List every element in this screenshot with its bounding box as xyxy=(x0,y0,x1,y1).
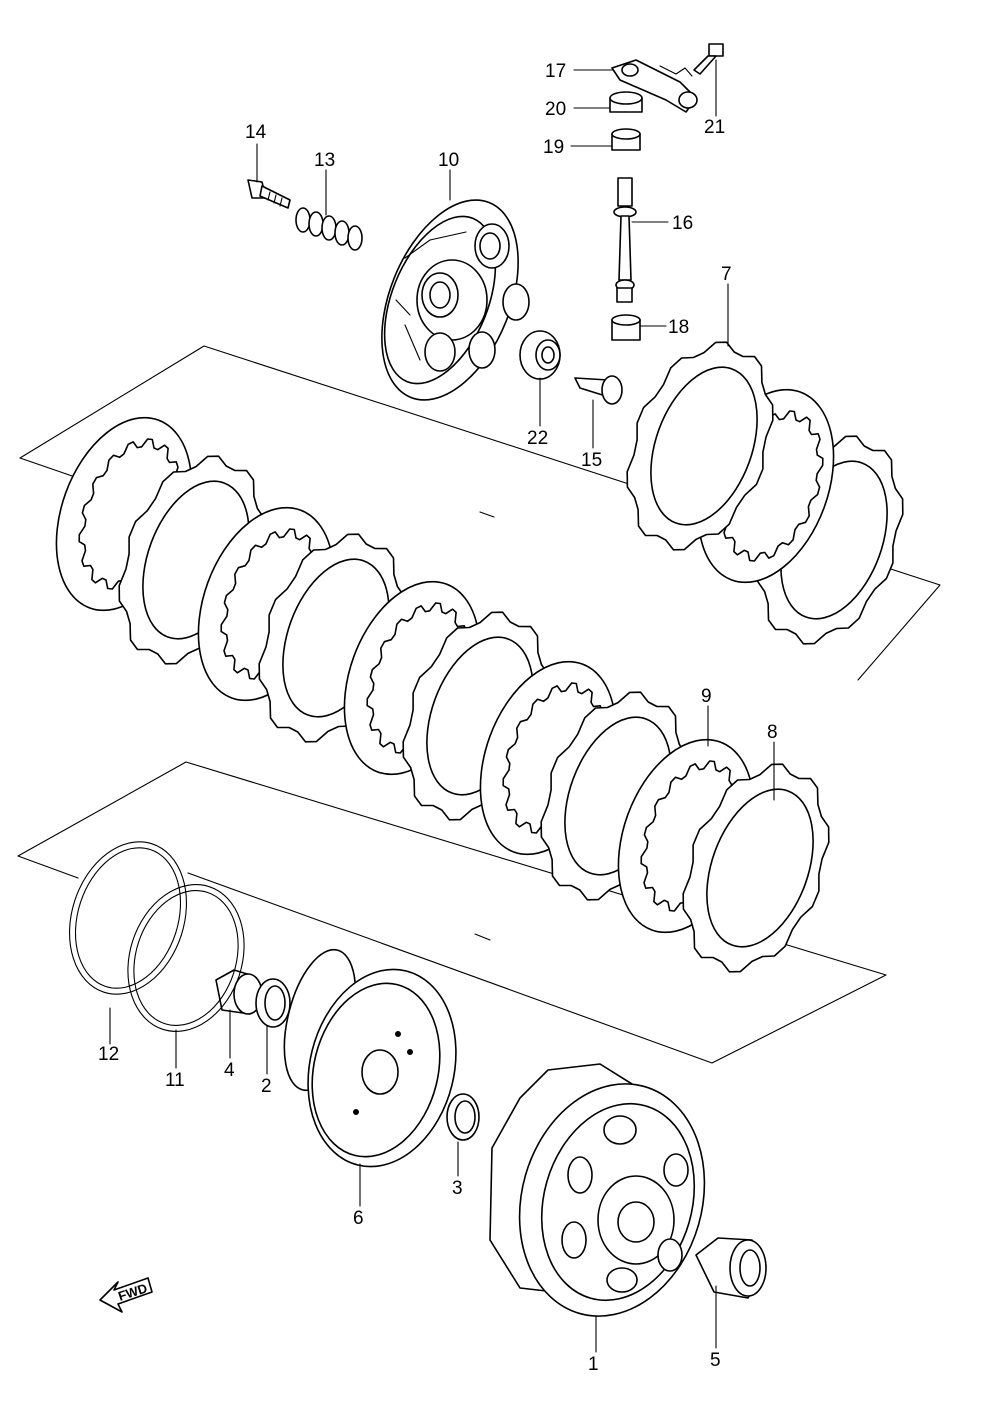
callout-4: 4 xyxy=(224,1060,235,1081)
thrust-washer-3 xyxy=(446,1093,480,1141)
clutch-push-piece xyxy=(574,375,623,405)
callout-1: 1 xyxy=(588,1354,599,1375)
clutch-sleeve-hub xyxy=(283,948,457,1168)
clutch-spring-bolt xyxy=(247,179,291,209)
pressure-plate xyxy=(381,199,530,401)
release-lever-bolt xyxy=(693,43,724,75)
clutch-spacer xyxy=(695,1237,767,1299)
callout-11: 11 xyxy=(165,1070,185,1091)
callout-5: 5 xyxy=(710,1350,721,1371)
callout-19: 19 xyxy=(543,137,564,158)
callout-12: 12 xyxy=(98,1044,119,1065)
callout-8: 8 xyxy=(767,722,778,743)
plate-group-frame-lower xyxy=(17,761,887,1064)
callout-3: 3 xyxy=(452,1178,463,1199)
callout-7: 7 xyxy=(721,264,732,285)
clutch-spring xyxy=(295,207,363,251)
steel-plate xyxy=(682,763,830,973)
plate-group-frame-upper xyxy=(19,345,941,681)
clutch-housing xyxy=(489,1063,706,1317)
callout-6: 6 xyxy=(353,1208,364,1229)
callout-18: 18 xyxy=(668,317,689,338)
leader-lines xyxy=(109,59,775,1353)
oil-seal-washer xyxy=(609,91,643,113)
release-lever xyxy=(611,59,698,113)
callout-13: 13 xyxy=(314,150,335,171)
forward-arrow-icon: FWD xyxy=(99,1277,153,1313)
callout-21: 21 xyxy=(704,117,725,138)
spring-washer-11 xyxy=(127,884,245,1032)
release-shaft xyxy=(613,177,637,303)
steel-plate xyxy=(626,341,774,551)
release-shaft-bushing xyxy=(611,314,641,341)
spring-washer-seat-12 xyxy=(68,841,188,995)
callout-15: 15 xyxy=(581,450,602,471)
callout-labels: 1 2 3 4 5 6 7 8 9 10 11 12 13 14 15 16 1… xyxy=(98,61,778,1375)
clutch-plate-stack xyxy=(55,341,904,973)
callout-10: 10 xyxy=(438,150,459,171)
callout-20: 20 xyxy=(545,99,566,120)
callout-17: 17 xyxy=(545,61,566,82)
callout-2: 2 xyxy=(261,1076,272,1097)
thrust-washer-2 xyxy=(255,978,291,1028)
callout-9: 9 xyxy=(701,686,712,707)
oil-seal xyxy=(611,128,641,151)
fwd-label: FWD xyxy=(116,1280,149,1303)
callout-16: 16 xyxy=(672,213,693,234)
callout-14: 14 xyxy=(245,122,267,143)
release-bearing xyxy=(519,330,561,380)
callout-22: 22 xyxy=(527,428,548,449)
